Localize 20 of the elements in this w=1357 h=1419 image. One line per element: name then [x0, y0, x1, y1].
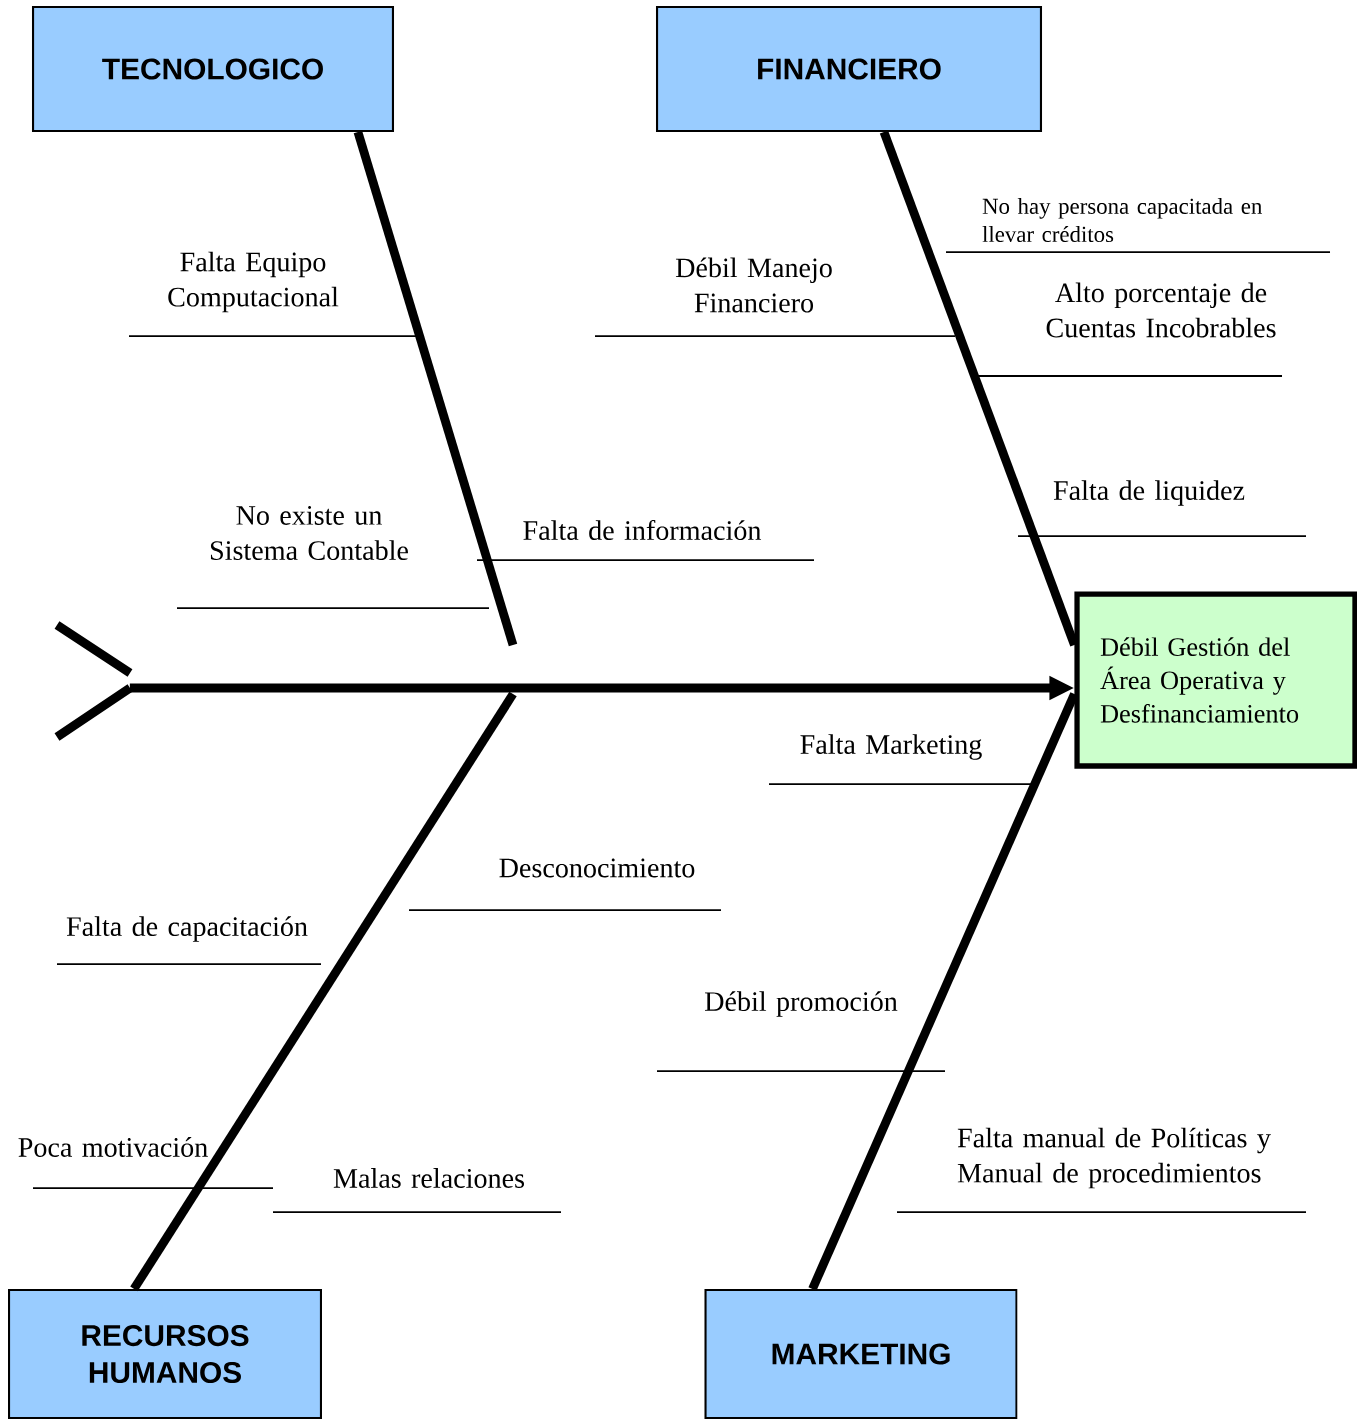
cause-label: Falta Equipo Computacional — [128, 251, 418, 337]
effect-box: Débil Gestión del Área Operativa y Desfinanciamiento — [1074, 591, 1357, 769]
cause-label: No hay persona capacitada en llevar créditos — [945, 197, 1331, 253]
cause-label: Falta Marketing — [768, 734, 1034, 785]
cause-label: Falta de capacitación — [56, 916, 322, 965]
cause-label: Poca motivación — [18, 1137, 274, 1189]
cause-label: Débil promoción — [656, 991, 946, 1072]
bone-line — [353, 130, 518, 647]
category-box: RECURSOS HUMANOS — [7, 1288, 323, 1419]
fish-tail — [52, 620, 135, 742]
bone-line — [130, 691, 517, 1292]
cause-label: Falta manual de Políticas y Manual de procedimientos — [896, 1127, 1307, 1213]
category-box: FINANCIERO — [656, 5, 1043, 133]
category-box: TECNOLOGICO — [32, 5, 394, 133]
cause-label: Falta de liquidez — [1017, 480, 1307, 537]
category-box: MARKETING — [704, 1288, 1018, 1419]
cause-label: Débil Manejo Financiero — [594, 257, 956, 337]
cause-label: Desconocimiento — [408, 858, 722, 911]
cause-label: Alto porcentaje de Cuentas Incobrables — [972, 282, 1283, 377]
cause-label: Malas relaciones — [272, 1168, 562, 1213]
